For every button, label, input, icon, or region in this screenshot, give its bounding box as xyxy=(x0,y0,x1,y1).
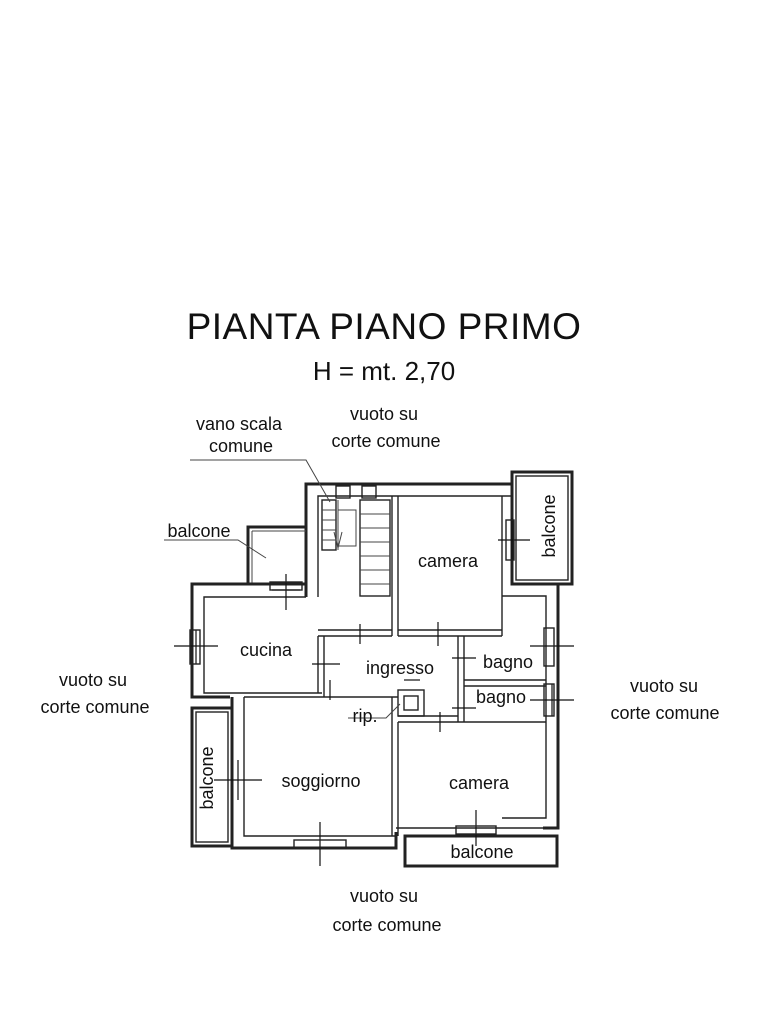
leader-lines xyxy=(164,459,401,719)
label-ingresso: ingresso xyxy=(366,658,434,678)
inner-walls xyxy=(244,496,546,836)
label-bagno-1: bagno xyxy=(483,652,533,672)
label-vuoto-right-2: corte comune xyxy=(610,703,719,723)
opening-marks xyxy=(174,518,574,866)
label-vano-scala-1: vano scala xyxy=(196,414,283,434)
label-balcone-top-left: balcone xyxy=(167,521,230,541)
plan-title: PIANTA PIANO PRIMO xyxy=(186,306,582,347)
label-rip: rip. xyxy=(352,706,377,726)
label-balcone-left: balcone xyxy=(197,746,217,809)
label-soggiorno: soggiorno xyxy=(281,771,360,791)
label-vuoto-left-1: vuoto su xyxy=(59,670,127,690)
ceiling-height: H = mt. 2,70 xyxy=(312,356,456,386)
label-vuoto-top-2: corte comune xyxy=(331,431,440,451)
outer-walls xyxy=(190,470,574,868)
label-vuoto-bottom-1: vuoto su xyxy=(350,886,418,906)
label-vano-scala-2: comune xyxy=(209,436,273,456)
stair-treads xyxy=(321,485,391,597)
label-vuoto-top-1: vuoto su xyxy=(350,404,418,424)
label-balcone-top-right: balcone xyxy=(539,494,559,557)
label-bagno-2: bagno xyxy=(476,687,526,707)
label-camera-top: camera xyxy=(418,551,479,571)
label-vuoto-bottom-2: corte comune xyxy=(332,915,441,935)
label-camera-bottom: camera xyxy=(449,773,510,793)
label-vuoto-left-2: corte comune xyxy=(40,697,149,717)
label-balcone-bottom: balcone xyxy=(450,842,513,862)
label-cucina: cucina xyxy=(240,640,293,660)
label-vuoto-right-1: vuoto su xyxy=(630,676,698,696)
